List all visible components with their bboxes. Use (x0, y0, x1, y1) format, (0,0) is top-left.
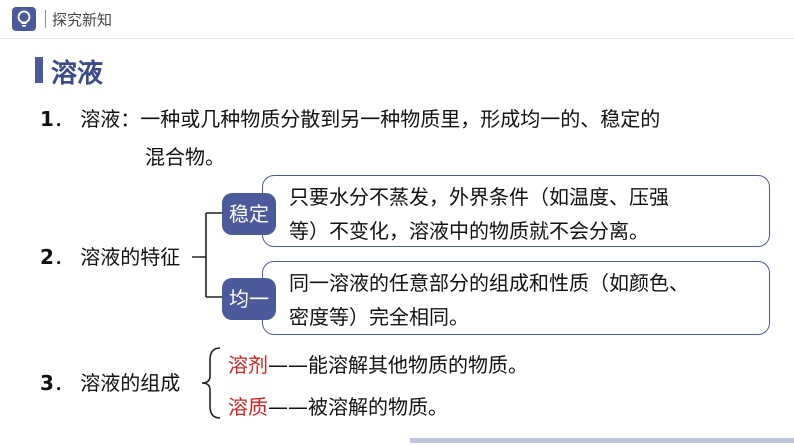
composition-label: 溶液的组成 (80, 371, 181, 395)
solvent-desc: 能溶解其他物质的物质。 (308, 353, 528, 377)
definition-line-2: 混合物。 (145, 145, 225, 169)
header-separator (45, 10, 46, 28)
features-label: 溶液的特征 (80, 245, 181, 269)
solute-term: 溶质 (228, 395, 268, 419)
definition-label: 溶液： (80, 107, 141, 131)
bottom-decoration (410, 438, 794, 443)
solute-desc: 被溶解的物质。 (308, 395, 448, 419)
solvent-dash: —— (268, 353, 308, 377)
feature-stable-tag: 稳定 (222, 193, 276, 235)
item-number: 2 (40, 245, 54, 269)
composition-brace (201, 347, 221, 419)
page-title: 溶液 (51, 59, 104, 89)
solute-dash: —— (268, 395, 308, 419)
solvent-row: 溶剂——能溶解其他物质的物质。 (228, 352, 528, 378)
title-accent-bar (35, 57, 43, 83)
definition-text: 一种或几种物质分散到另一种物质里，形成均一的、稳定的 (140, 107, 661, 131)
lightbulb-icon (12, 7, 36, 31)
solvent-term: 溶剂 (228, 353, 268, 377)
composition-heading: 3． 溶液的组成 (40, 371, 181, 395)
features-heading: 2． 溶液的特征 (40, 245, 181, 269)
feature-uniform-description: 同一溶液的任意部分的组成和性质（如颜色、 密度等）完全相同。 (262, 261, 770, 335)
definition-line-1: 1． 溶液：一种或几种物质分散到另一种物质里，形成均一的、稳定的 (40, 107, 661, 131)
feature-stable-description: 只要水分不蒸发，外界条件（如温度、压强 等）不变化，溶液中的物质就不会分离。 (262, 175, 770, 247)
header-divider (0, 38, 794, 39)
feature-bracket (192, 212, 222, 298)
solute-row: 溶质——被溶解的物质。 (228, 394, 448, 420)
item-number: 1 (40, 107, 54, 131)
header-bar: 探究新知 (0, 0, 794, 38)
item-number: 3 (40, 371, 54, 395)
feature-uniform-tag: 均一 (222, 278, 276, 320)
section-label: 探究新知 (52, 11, 113, 29)
